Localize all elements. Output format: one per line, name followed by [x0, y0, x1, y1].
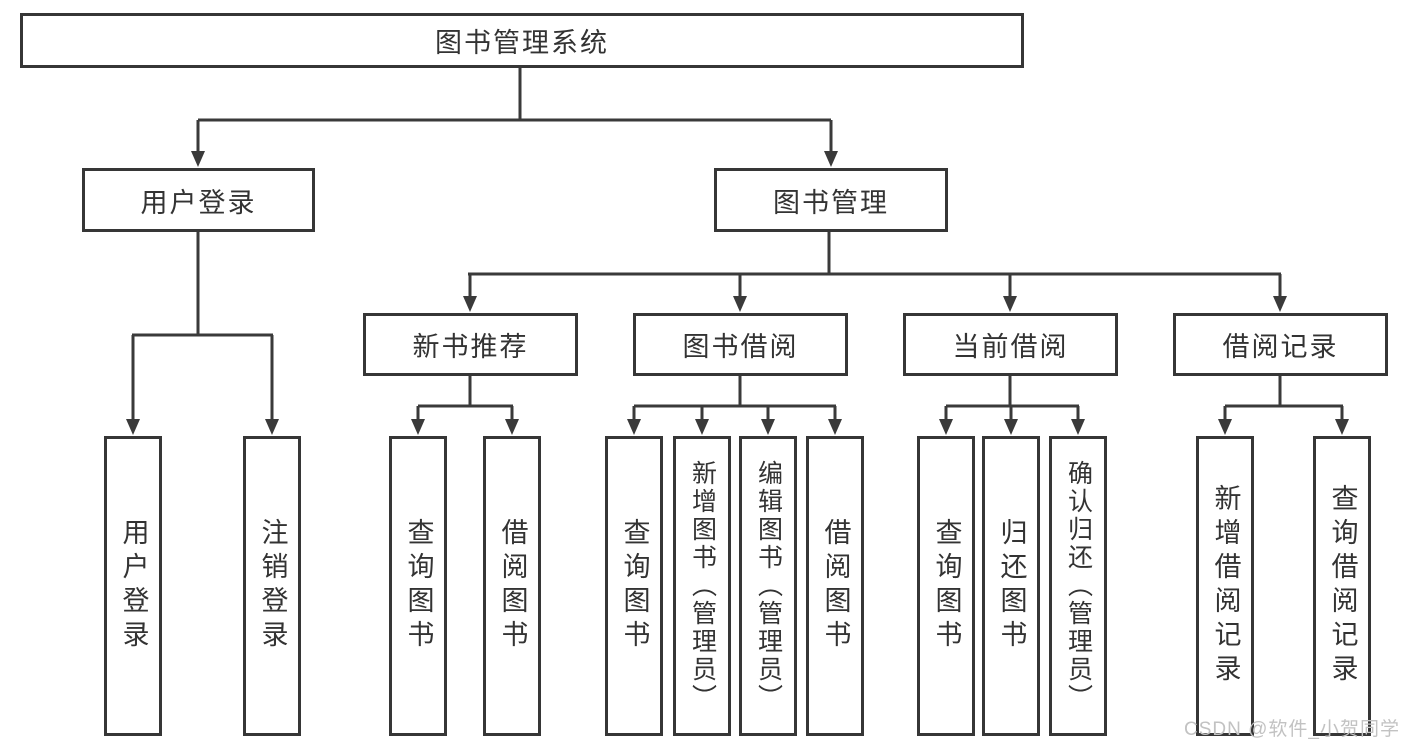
node-label: 新增图书（管理员）	[688, 460, 717, 712]
node-label: 新书推荐	[412, 332, 529, 362]
node-book-management: 图书管理	[714, 168, 948, 232]
leaf-add-borrow-record: 新增借阅记录	[1196, 436, 1254, 736]
arrowhead	[1071, 419, 1085, 435]
arrowhead	[191, 151, 205, 167]
node-label: 注销登录	[257, 518, 288, 654]
connector-login-subtree	[131, 232, 274, 420]
connector-current-subtree	[944, 376, 1080, 420]
leaf-user-login: 用户登录	[104, 436, 162, 736]
connector-borrow-subtree	[632, 376, 837, 420]
leaf-edit-books-admin: 编辑图书（管理员）	[739, 436, 797, 736]
leaf-borrow-books: 借阅图书	[483, 436, 541, 736]
node-label: 查询图书	[403, 518, 434, 654]
arrowhead	[411, 419, 425, 435]
connector-root-to-level2	[196, 68, 833, 151]
leaf-logout: 注销登录	[243, 436, 301, 736]
arrowhead	[695, 419, 709, 435]
arrowhead	[463, 296, 477, 312]
node-label: 当前借阅	[952, 332, 1069, 362]
node-borrow-records: 借阅记录	[1173, 313, 1388, 376]
arrowhead	[1273, 296, 1287, 312]
node-label: 图书管理	[773, 187, 889, 218]
node-label: 借阅图书	[820, 518, 851, 654]
arrowhead	[1218, 419, 1232, 435]
node-label: 确认归还（管理员）	[1064, 460, 1093, 712]
arrowhead	[1003, 296, 1017, 312]
connector-records-subtree	[1223, 376, 1344, 420]
node-label: 查询图书	[619, 518, 650, 654]
node-label: 借阅记录	[1222, 332, 1339, 362]
node-label: 用户登录	[118, 518, 149, 654]
arrowhead	[733, 296, 747, 312]
node-user-login: 用户登录	[82, 168, 315, 232]
leaf-query-books: 查询图书	[917, 436, 975, 736]
node-label: 图书管理系统	[435, 28, 609, 58]
node-label: 图书借阅	[682, 332, 799, 362]
arrowhead	[505, 419, 519, 435]
node-label: 用户登录	[140, 187, 257, 218]
leaf-query-borrow-record: 查询借阅记录	[1313, 436, 1371, 736]
leaf-borrow-books: 借阅图书	[806, 436, 864, 736]
leaf-add-books-admin: 新增图书（管理员）	[673, 436, 731, 736]
node-label: 借阅图书	[497, 518, 528, 654]
arrowhead	[126, 419, 140, 435]
arrowhead	[824, 151, 838, 167]
arrowhead	[828, 419, 842, 435]
leaf-return-books: 归还图书	[982, 436, 1040, 736]
node-label: 查询图书	[931, 518, 962, 654]
arrowhead	[939, 419, 953, 435]
arrowhead	[1004, 419, 1018, 435]
node-root-system: 图书管理系统	[20, 13, 1024, 68]
arrowhead	[761, 419, 775, 435]
node-new-book-recommend: 新书推荐	[363, 313, 578, 376]
connector-mgmt-to-level3	[468, 232, 1282, 297]
node-label: 归还图书	[996, 518, 1027, 654]
node-book-borrow: 图书借阅	[633, 313, 848, 376]
csdn-watermark: CSDN @软件_小贺同学	[1184, 719, 1400, 740]
connector-recommend-subtree	[416, 376, 514, 420]
leaf-query-books: 查询图书	[605, 436, 663, 736]
leaf-confirm-return-admin: 确认归还（管理员）	[1049, 436, 1107, 736]
arrowhead	[265, 419, 279, 435]
node-label: 查询借阅记录	[1327, 484, 1358, 688]
arrowhead	[1335, 419, 1349, 435]
node-label: 新增借阅记录	[1210, 484, 1241, 688]
leaf-query-books: 查询图书	[389, 436, 447, 736]
node-label: 编辑图书（管理员）	[754, 460, 783, 712]
node-current-borrow: 当前借阅	[903, 313, 1118, 376]
arrowhead	[627, 419, 641, 435]
